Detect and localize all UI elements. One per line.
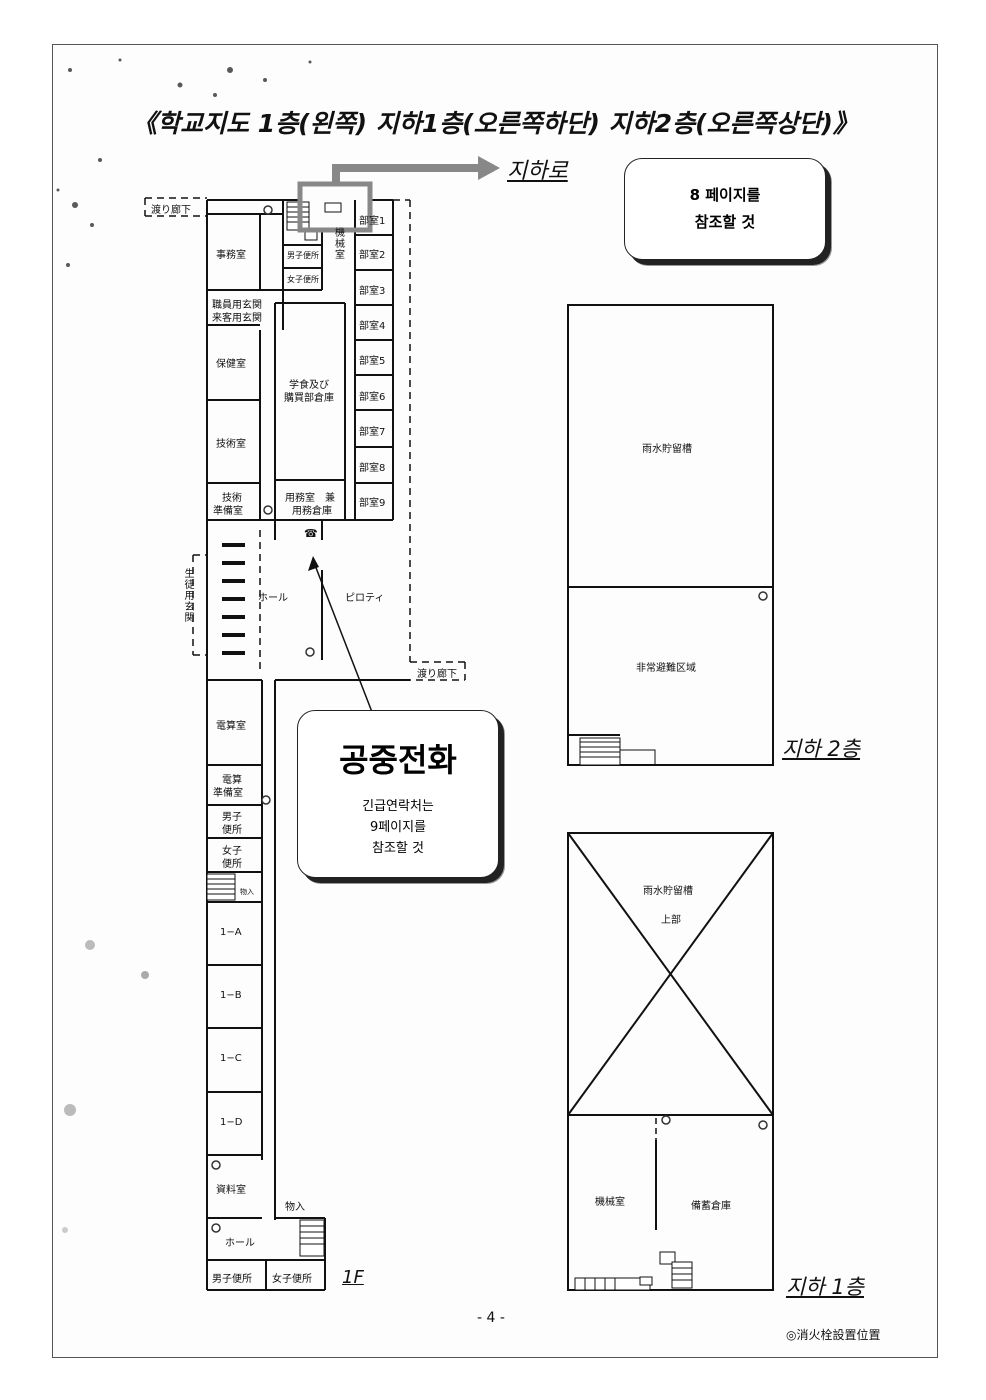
utility-storage-label: 用務倉庫	[292, 506, 332, 517]
computer-prep-label-2: 準備室	[213, 788, 243, 799]
page-border	[52, 44, 938, 1358]
computer-room-label: 電算室	[216, 721, 246, 732]
public-phone-line3: 참조할 것	[372, 841, 424, 856]
class-1d-label: 1−D	[220, 1117, 243, 1128]
to-basement-label: 지하로	[507, 159, 568, 184]
goods-label: 物入	[285, 1202, 305, 1213]
club-room-8-label: 部室8	[359, 463, 386, 474]
tech-room-label: 技術室	[216, 439, 246, 450]
girls-toilet-label-2: 便所	[222, 859, 242, 870]
boys-toilet-small-label: 男子便所	[287, 251, 319, 260]
student-entrance-label: 生徒用玄関	[182, 568, 193, 623]
page-number: - 4 -	[477, 1310, 505, 1326]
hall-bottom-label: ホール	[225, 1238, 255, 1249]
tech-prep-label: 技術	[222, 493, 242, 504]
boys-toilet-label: 男子	[222, 812, 242, 823]
club-room-3-label: 部室3	[359, 286, 386, 297]
hall-label: ホール	[258, 593, 288, 604]
cafeteria-label: 学食及び	[289, 380, 329, 391]
office-label: 事務室	[216, 250, 246, 261]
b2-floor-label: 지하 2층	[782, 737, 860, 761]
floor1-label: 1F	[342, 1267, 364, 1288]
b1-storage-label: 備蓄倉庫	[691, 1201, 731, 1212]
reference-note-box: 8 페이지를 참조할 것	[624, 158, 826, 260]
corridor-top-label: 渡り廊下	[151, 205, 191, 216]
club-room-7-label: 部室7	[359, 427, 386, 438]
public-phone-line2: 9페이지를	[369, 820, 427, 835]
reference-note-line2: 참조할 것	[694, 213, 756, 231]
b1-floor-label: 지하 1층	[786, 1275, 864, 1299]
b2-rain-tank-label: 雨水貯留槽	[642, 444, 692, 455]
club-room-4-label: 部室4	[359, 321, 386, 332]
girls-toilet-small-label: 女子便所	[287, 275, 319, 284]
staff-entrance-label: 職員用玄関	[212, 300, 262, 311]
health-room-label: 保健室	[216, 359, 246, 370]
class-1a-label: 1−A	[220, 927, 242, 938]
computer-prep-label: 電算	[222, 775, 242, 786]
club-room-2-label: 部室2	[359, 250, 386, 261]
girls-toilet-bottom-label: 女子便所	[272, 1274, 312, 1285]
visitor-entrance-label: 来客用玄関	[212, 313, 262, 324]
b1-rain-tank-label: 雨水貯留槽	[643, 886, 693, 897]
boys-toilet-label-2: 便所	[222, 825, 242, 836]
club-room-1-label: 部室1	[359, 216, 386, 227]
class-1c-label: 1−C	[220, 1053, 242, 1064]
page-title: 《학교지도 1층(왼쪽) 지하1층(오른쪽하단) 지하2층(오른쪽상단)》	[132, 109, 858, 138]
piloti-label: ピロティ	[345, 593, 385, 604]
club-room-9-label: 部室9	[359, 498, 386, 509]
public-phone-title: 공중전화	[339, 741, 457, 779]
reference-note-line1: 8 페이지를	[689, 186, 761, 204]
club-room-6-label: 部室6	[359, 392, 386, 403]
hydrant-legend: ◎消火栓設置位置	[786, 1328, 881, 1342]
goods-small-label: 物入	[240, 888, 254, 896]
club-room-5-label: 部室5	[359, 356, 386, 367]
public-phone-box: 공중전화 긴급연락처는 9페이지를 참조할 것	[297, 710, 499, 878]
class-1b-label: 1−B	[220, 990, 242, 1001]
corridor-right-label: 渡り廊下	[417, 669, 457, 680]
boys-toilet-bottom-label: 男子便所	[212, 1274, 252, 1285]
public-phone-line1: 긴급연락처는	[362, 799, 434, 814]
girls-toilet-label: 女子	[222, 846, 242, 857]
archive-room-label: 資料室	[216, 1185, 246, 1196]
utility-room-label: 用務室 兼	[285, 493, 335, 504]
tech-prep-label-2: 準備室	[213, 506, 243, 517]
b2-evac-area-label: 非常避難区域	[636, 663, 696, 674]
cafeteria-storage-label: 購買部倉庫	[284, 393, 334, 404]
machine-room-label: 機械室	[335, 228, 345, 261]
b1-machine-room-label: 機械室	[595, 1197, 625, 1208]
b1-rain-tank-upper-label: 上部	[661, 915, 681, 926]
phone-icon: ☎	[304, 527, 318, 540]
